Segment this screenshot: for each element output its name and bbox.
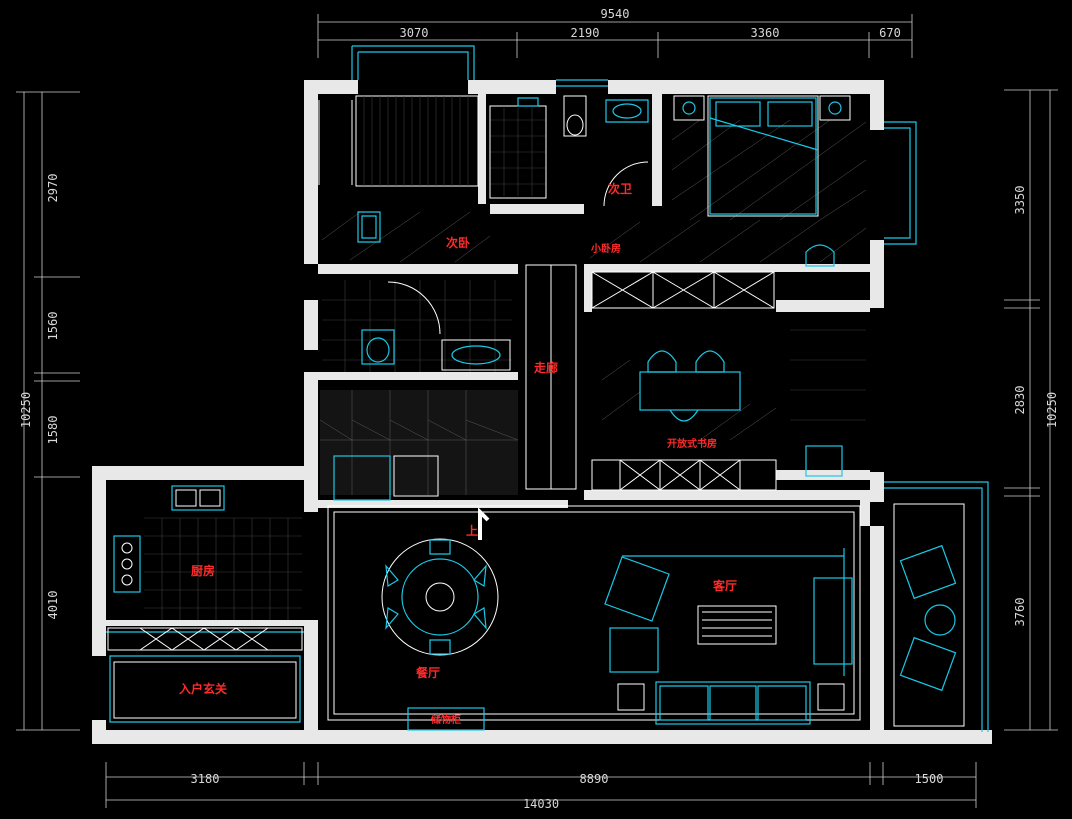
label-small-bedroom: 小卧房	[590, 242, 621, 255]
label-open-study: 开放式书房	[667, 437, 717, 450]
dim-bottom-3: 1500	[915, 772, 944, 786]
dim-right-1: 3350	[1013, 186, 1027, 215]
dim-bottom-total: 14030	[523, 797, 559, 811]
label-second-bedroom: 次卧	[446, 235, 470, 250]
dim-top-total: 9540	[601, 7, 630, 21]
label-stair-up: 上	[466, 523, 478, 538]
dim-left-2: 1560	[46, 312, 60, 341]
dim-bottom-1: 3180	[191, 772, 220, 786]
dimension-lines	[16, 14, 1058, 808]
dim-left-total: 10250	[19, 392, 33, 428]
label-second-bath: 次卫	[608, 181, 632, 196]
label-cabinet: 储物柜	[430, 713, 461, 726]
dim-bottom-2: 8890	[580, 772, 609, 786]
dim-top-3: 3360	[751, 26, 780, 40]
dimension-labels: 9540 3070 2190 3360 670 3180 8890 1500 1…	[19, 7, 1059, 811]
label-kitchen: 厨房	[191, 563, 215, 578]
dim-right-total: 10250	[1045, 392, 1059, 428]
label-living-room: 客厅	[712, 578, 737, 593]
stair-arrow-icon	[478, 507, 490, 540]
room-labels: 次卧 次卫 小卧房 走廊 开放式书房 厨房 客厅 餐厅 入户玄关 储物柜 上	[179, 181, 737, 726]
dim-top-4: 670	[879, 26, 901, 40]
floor-patterns	[144, 108, 867, 625]
dim-top-2: 2190	[571, 26, 600, 40]
furniture	[107, 95, 957, 731]
dim-left-3: 1580	[46, 416, 60, 445]
dim-right-3: 3760	[1013, 598, 1027, 627]
windows	[106, 45, 989, 732]
dim-left-4: 4010	[46, 591, 60, 620]
dim-top-1: 3070	[400, 26, 429, 40]
dim-left-1: 2970	[46, 174, 60, 203]
label-entrance-hall: 入户玄关	[179, 681, 227, 696]
label-corridor: 走廊	[534, 360, 558, 375]
label-dining-room: 餐厅	[416, 665, 440, 680]
walls	[92, 80, 992, 744]
dim-right-2: 2830	[1013, 386, 1027, 415]
